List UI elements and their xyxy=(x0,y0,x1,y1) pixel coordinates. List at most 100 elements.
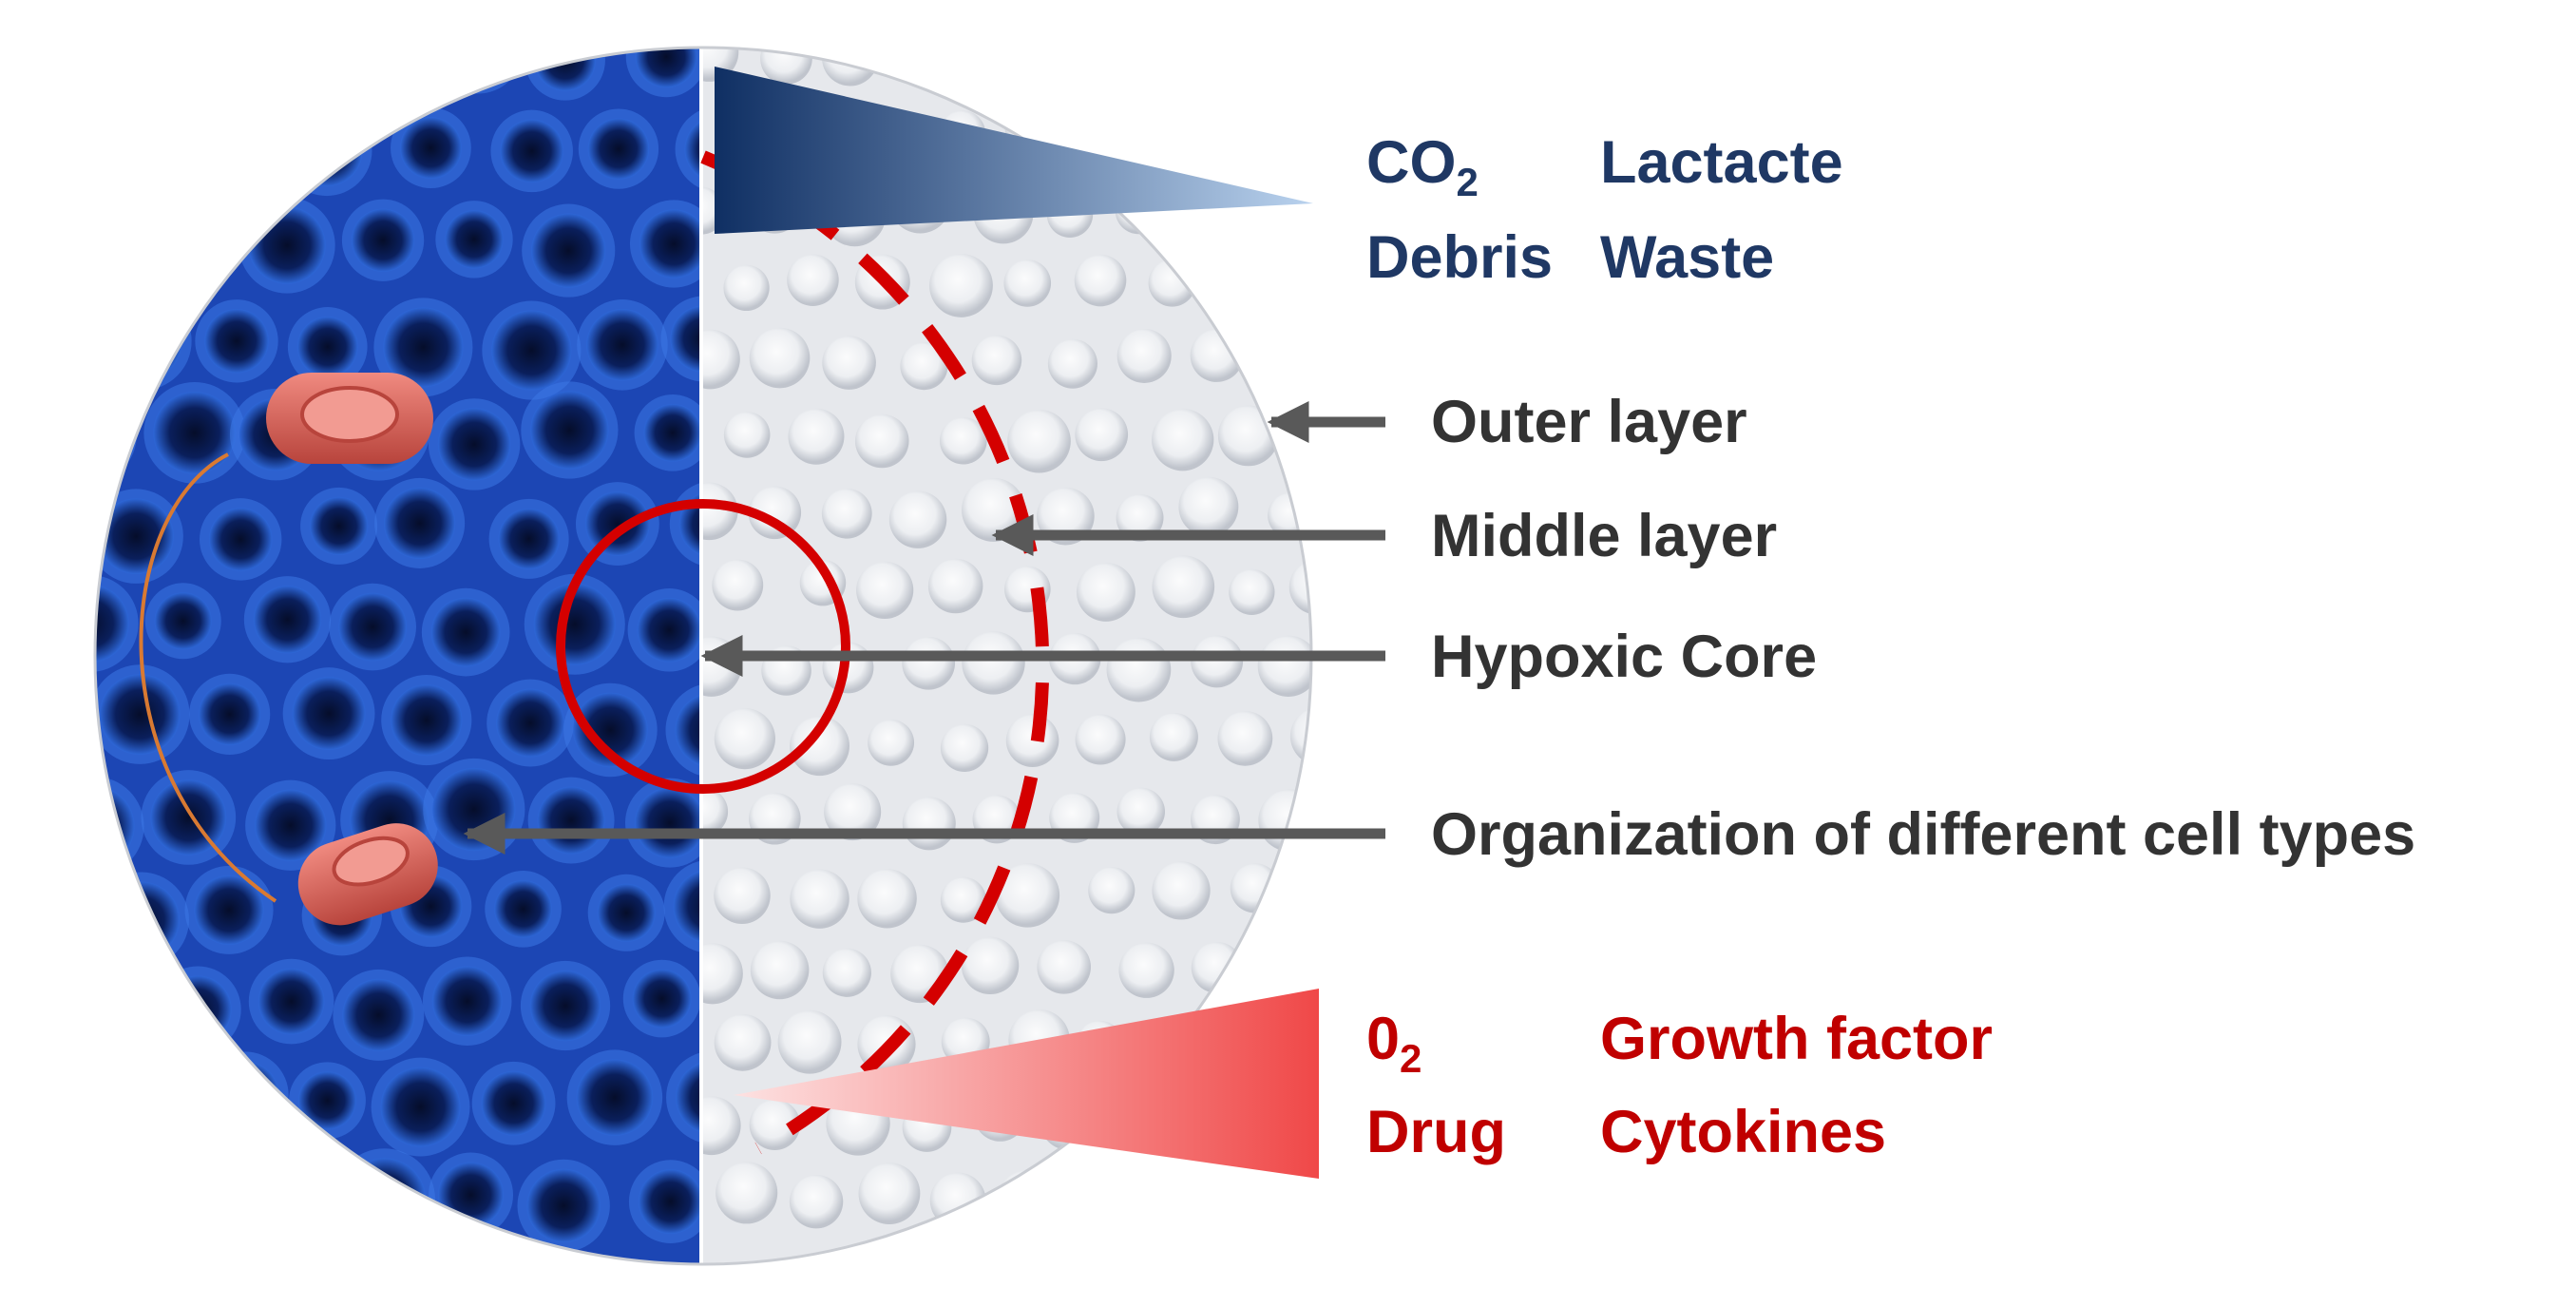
scaffold-pore xyxy=(246,1162,308,1223)
waste-gradient-wedge xyxy=(715,67,1313,234)
matrix-bubble xyxy=(1076,562,1135,622)
matrix-bubble xyxy=(971,335,1022,386)
matrix-bubble xyxy=(1229,568,1275,616)
scaffold-pore xyxy=(586,309,658,381)
matrix-bubble xyxy=(777,1009,842,1074)
matrix-bubble xyxy=(962,631,1025,695)
matrix-bubble xyxy=(888,48,950,86)
matrix-bubble xyxy=(961,936,1020,995)
matrix-bubble xyxy=(1267,185,1311,235)
cell-top xyxy=(266,373,433,464)
matrix-bubble xyxy=(1190,48,1245,90)
matrix-bubble xyxy=(714,708,775,770)
matrix-bubble xyxy=(821,488,872,539)
matrix-bubble xyxy=(789,1174,844,1229)
label-co2: CO2 xyxy=(1366,129,1479,204)
scaffold-pore-rim xyxy=(95,970,132,1055)
matrix-bubble xyxy=(1152,861,1211,920)
scaffold-pore xyxy=(496,688,565,758)
scaffold-pore xyxy=(153,391,237,474)
matrix-bubble xyxy=(1190,328,1244,382)
scaffold-pore xyxy=(199,682,261,745)
scaffold-pore xyxy=(255,789,327,861)
scaffold-pore xyxy=(526,1168,601,1243)
label-cell-organization: Organization of different cell types xyxy=(1431,801,2415,868)
scaffold-pore xyxy=(537,786,605,855)
scaffold-pore-rim xyxy=(201,1051,289,1139)
scaffold-pore xyxy=(676,1060,701,1135)
nutrient-gradient-wedge xyxy=(734,989,1319,1179)
matrix-bubble xyxy=(1150,101,1207,158)
matrix-bubble xyxy=(888,490,947,548)
matrix-bubble xyxy=(822,948,871,997)
scaffold-pore xyxy=(98,498,174,574)
matrix-bubble xyxy=(902,636,956,690)
hypoxic-core-ring xyxy=(556,499,850,794)
matrix-bubble xyxy=(788,408,845,465)
matrix-bubble xyxy=(1116,493,1164,542)
label-waste: Waste xyxy=(1600,224,1774,291)
matrix-bubble xyxy=(723,264,770,312)
scaffold-pore xyxy=(248,206,326,284)
matrix-bubble xyxy=(790,716,849,777)
matrix-bubble xyxy=(790,869,849,929)
matrix-bubble xyxy=(927,558,983,614)
scaffold-pore xyxy=(529,970,601,1042)
scaffold-pore xyxy=(165,215,229,279)
matrix-bubble xyxy=(760,48,812,85)
cell-bottom xyxy=(297,823,438,926)
label-outer-layer: Outer layer xyxy=(1431,389,1747,455)
matrix-bubble xyxy=(1217,710,1273,766)
matrix-bubble xyxy=(857,868,917,929)
scaffold-pore xyxy=(95,119,176,202)
matrix-bubble xyxy=(1088,867,1135,914)
scaffold-pore-rim xyxy=(102,1056,193,1147)
cell-top-nucleus xyxy=(300,386,399,443)
scaffold-pore xyxy=(643,403,701,462)
matrix-bubble xyxy=(1152,555,1215,619)
matrix-bubble xyxy=(1075,408,1129,462)
scaffold-pore xyxy=(208,508,273,571)
scaffold-pore xyxy=(597,883,656,942)
matrix-bubble xyxy=(723,412,771,458)
scaffold-pore xyxy=(530,391,609,470)
matrix-bubble xyxy=(1118,942,1174,998)
matrix-bubble xyxy=(1007,409,1071,473)
matrix-bubble xyxy=(1218,1170,1272,1224)
scaffold-pore xyxy=(211,1061,279,1129)
label-middle-layer: Middle layer xyxy=(1431,503,1777,569)
matrix-bubble xyxy=(822,48,879,86)
scaffold-pore xyxy=(164,1169,233,1238)
matrix-bubble xyxy=(749,1099,801,1150)
matrix-bubble xyxy=(995,863,1060,928)
matrix-bubble xyxy=(868,719,915,766)
label-debris: Debris xyxy=(1366,224,1553,291)
matrix-bubble xyxy=(1302,864,1311,913)
matrix-bubble xyxy=(1191,635,1244,688)
scaffold-pore xyxy=(95,785,135,867)
scaffold-pore xyxy=(95,1172,137,1240)
matrix-bubble xyxy=(858,1163,921,1224)
scaffold-pore xyxy=(292,677,366,750)
scaffold-pore xyxy=(380,1067,461,1147)
scaffold-pore xyxy=(150,779,227,855)
scaffold-pore xyxy=(149,48,220,91)
label-growth-factor: Growth factor xyxy=(1600,1006,1993,1072)
matrix-bubble xyxy=(854,413,909,469)
scaffold-pore xyxy=(298,1071,356,1130)
scaffold-pore xyxy=(391,683,463,757)
scaffold-pore-rim xyxy=(95,48,135,98)
scaffold-pore xyxy=(632,969,692,1028)
matrix-bubble xyxy=(929,253,993,317)
matrix-bubble xyxy=(749,327,811,389)
scaffold-pore-rim xyxy=(330,48,428,102)
matrix-bubble xyxy=(1047,338,1097,389)
matrix-bubble xyxy=(1255,939,1306,990)
scaffold-pore xyxy=(443,48,514,85)
scaffold-pore xyxy=(383,307,464,388)
matrix-bubble xyxy=(712,559,764,611)
matrix-bubble xyxy=(1106,637,1172,702)
scaffold-pore xyxy=(498,508,560,569)
matrix-bubble xyxy=(1116,787,1166,836)
